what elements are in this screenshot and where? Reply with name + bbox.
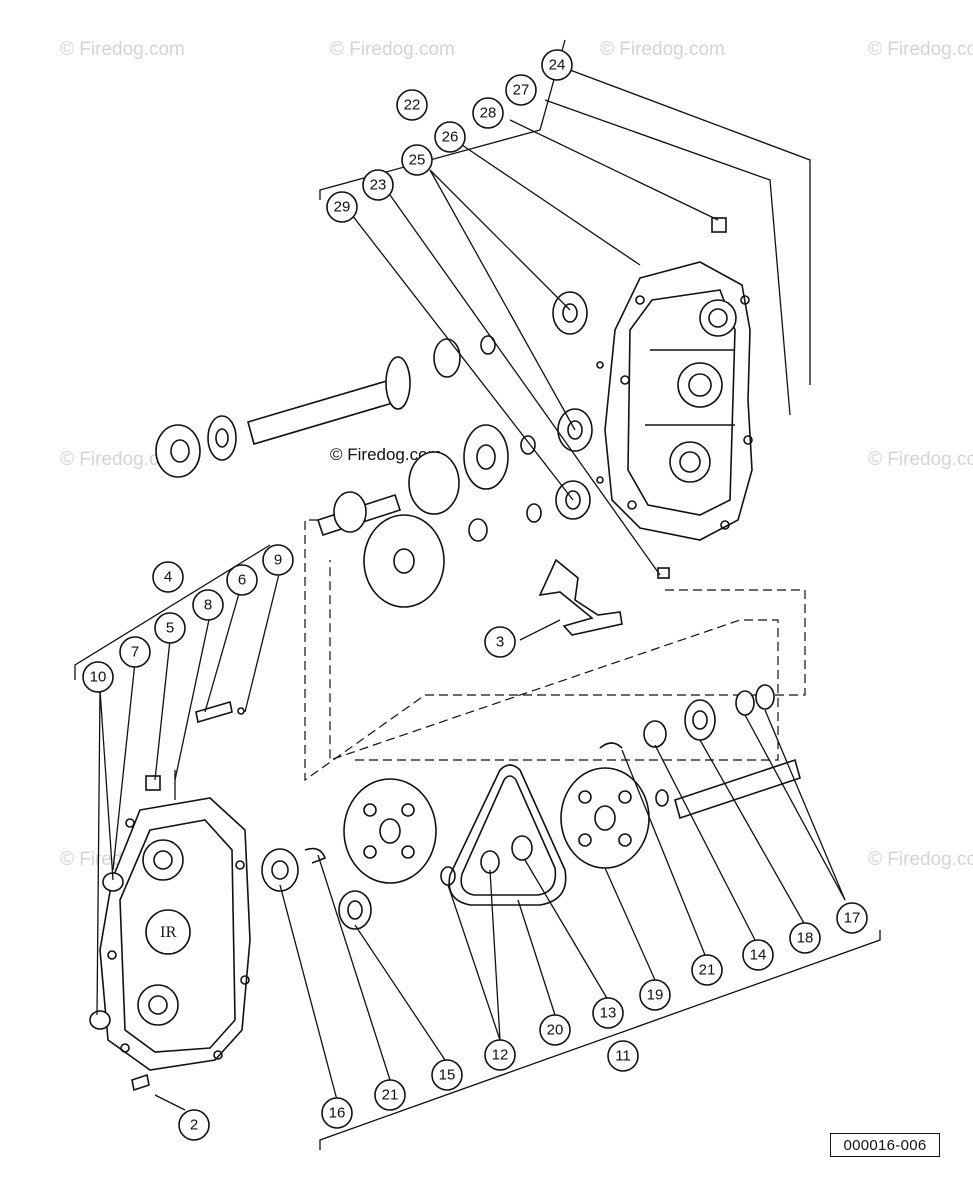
callout-4: 4 [152, 561, 184, 593]
svg-text:14: 14 [750, 947, 767, 964]
callout-26: 26 [434, 121, 466, 153]
callout-22: 22 [396, 89, 428, 121]
callout-7: 7 [119, 636, 151, 668]
svg-text:22: 22 [404, 97, 421, 114]
watermark: © Firedog.com [60, 39, 185, 60]
group-bracket-4 [74, 544, 271, 680]
callout-20: 20 [539, 1014, 571, 1046]
svg-text:5: 5 [166, 620, 174, 637]
svg-text:29: 29 [334, 199, 351, 216]
callout-25: 25 [401, 144, 433, 176]
svg-text:26: 26 [442, 129, 459, 146]
group-bracket-11 [319, 930, 881, 1150]
callout-21: 21 [374, 1079, 406, 1111]
group-bracket-22 [319, 39, 566, 200]
callout-3: 3 [484, 626, 516, 658]
callout-18: 18 [789, 922, 821, 954]
svg-text:23: 23 [370, 177, 387, 194]
svg-text:19: 19 [647, 987, 664, 1004]
callout-17: 17 [836, 902, 868, 934]
upper-case-housing [596, 217, 753, 579]
svg-text:16: 16 [329, 1105, 346, 1122]
svg-text:28: 28 [480, 105, 497, 122]
watermark: © Firedog.com [600, 39, 725, 60]
callout-28: 28 [472, 97, 504, 129]
svg-text:24: 24 [549, 57, 566, 74]
watermark: © Firedog.com [60, 449, 185, 470]
svg-text:21: 21 [699, 962, 716, 979]
callout-15: 15 [431, 1059, 463, 1091]
dashed-enclosure-lower [329, 560, 779, 761]
svg-text:2: 2 [190, 1117, 198, 1134]
svg-text:17: 17 [844, 910, 861, 927]
svg-text:12: 12 [492, 1047, 509, 1064]
watermark: © Firedog.com [868, 449, 973, 470]
callout-13: 13 [592, 997, 624, 1029]
callout-10: 10 [82, 661, 114, 693]
lower-shaft-assembly [261, 684, 801, 930]
upper-shaft-assembly [155, 291, 623, 636]
firedog-credit: © Firedog.com [330, 445, 442, 464]
svg-text:6: 6 [238, 572, 246, 589]
callout-5: 5 [154, 612, 186, 644]
svg-text:7: 7 [131, 644, 139, 661]
svg-text:13: 13 [600, 1005, 617, 1022]
dashed-enclosure-upper [304, 519, 806, 782]
callout-23: 23 [362, 169, 394, 201]
leader-lines [96, 69, 846, 1111]
watermark: © Firedog.com [868, 39, 973, 60]
callout-24: 24 [541, 49, 573, 81]
callout-9: 9 [262, 544, 294, 576]
watermark: © Firedog.com [868, 849, 973, 870]
callout-19: 19 [639, 979, 671, 1011]
svg-text:11: 11 [615, 1048, 631, 1065]
svg-text:27: 27 [513, 82, 530, 99]
callout-12: 12 [484, 1039, 516, 1071]
svg-text:15: 15 [439, 1067, 456, 1084]
watermark: © Firedog.com [330, 39, 455, 60]
svg-text:4: 4 [164, 569, 172, 586]
callout-21b: 21 [691, 954, 723, 986]
svg-text:25: 25 [409, 152, 426, 169]
callout-11: 11 [607, 1040, 639, 1072]
svg-text:18: 18 [797, 930, 814, 947]
svg-text:IR: IR [160, 925, 177, 941]
callout-29: 29 [326, 191, 358, 223]
callout-6: 6 [226, 564, 258, 596]
callout-27: 27 [505, 74, 537, 106]
svg-text:8: 8 [204, 597, 212, 614]
callout-14: 14 [742, 939, 774, 971]
callout-16: 16 [321, 1097, 353, 1129]
svg-text:3: 3 [496, 634, 504, 651]
svg-text:10: 10 [90, 669, 107, 686]
callout-8: 8 [192, 589, 224, 621]
svg-text:20: 20 [547, 1022, 564, 1039]
svg-text:21: 21 [382, 1087, 399, 1104]
lower-case-housing: IR [89, 700, 251, 1092]
reference-number: 000016-006 [830, 1133, 940, 1157]
svg-text:9: 9 [274, 552, 282, 569]
callout-2: 2 [178, 1109, 210, 1141]
